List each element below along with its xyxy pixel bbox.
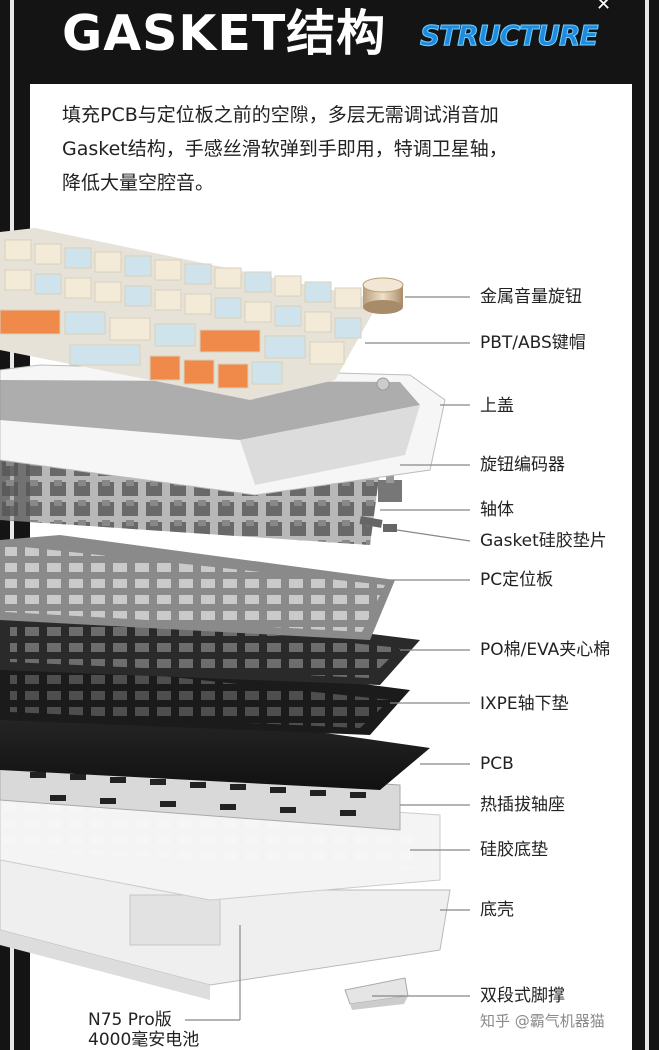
intro-line-2: Gasket结构，手感丝滑软弹到手即用，特调卫星轴， — [62, 138, 508, 160]
label-gasket-pads: Gasket硅胶垫片 — [480, 531, 607, 551]
intro-line-1: 填充PCB与定位板之前的空隙，多层无需调试消音加 — [62, 104, 499, 126]
keycaps — [0, 228, 380, 400]
battery-note-line-2: 4000毫安电池 — [88, 1030, 200, 1050]
label-keycaps: PBT/ABS键帽 — [480, 333, 586, 353]
label-silicone-bottom-pad: 硅胶底垫 — [480, 840, 548, 860]
pc-plate — [0, 535, 395, 640]
label-metal-volume-knob: 金属音量旋钮 — [480, 287, 582, 307]
leader-lines — [185, 296, 471, 1021]
right-edge-stripe — [645, 0, 649, 1050]
decor-dots-icon: ✕ — [596, 0, 612, 15]
bottom-case — [0, 849, 451, 1000]
label-hotswap-sockets: 热插拔轴座 — [480, 795, 565, 815]
two-stage-feet — [344, 977, 409, 1010]
label-ixpe-pad: IXPE轴下垫 — [480, 694, 569, 714]
page-title: GASKET结构 — [62, 5, 387, 62]
intro-line-3: 降低大量空腔音。 — [62, 172, 215, 194]
label-pcb: PCB — [480, 754, 514, 774]
label-knob-encoder: 旋钮编码器 — [480, 455, 565, 475]
metal-volume-knob — [362, 277, 404, 314]
label-two-stage-feet: 双段式脚撑 — [480, 986, 565, 1006]
intro-text: 填充PCB与定位板之前的空隙，多层无需调试消音加 Gasket结构，手感丝滑软弹… — [62, 98, 602, 200]
label-pc-plate: PC定位板 — [480, 570, 554, 590]
top-case — [0, 364, 446, 496]
label-bottom-case: 底壳 — [480, 900, 514, 920]
label-po-eva-foam: PO棉/EVA夹心棉 — [480, 640, 611, 660]
watermark: 知乎 @霸气机器猫 — [480, 1012, 605, 1030]
gasket-pads — [359, 516, 397, 532]
left-edge-stripe — [10, 0, 14, 1050]
battery-note-line-1: N75 Pro版 — [88, 1010, 172, 1030]
label-top-case: 上盖 — [480, 396, 514, 416]
structure-subtitle: STRUCTURE — [420, 19, 600, 53]
label-switches: 轴体 — [480, 500, 514, 520]
